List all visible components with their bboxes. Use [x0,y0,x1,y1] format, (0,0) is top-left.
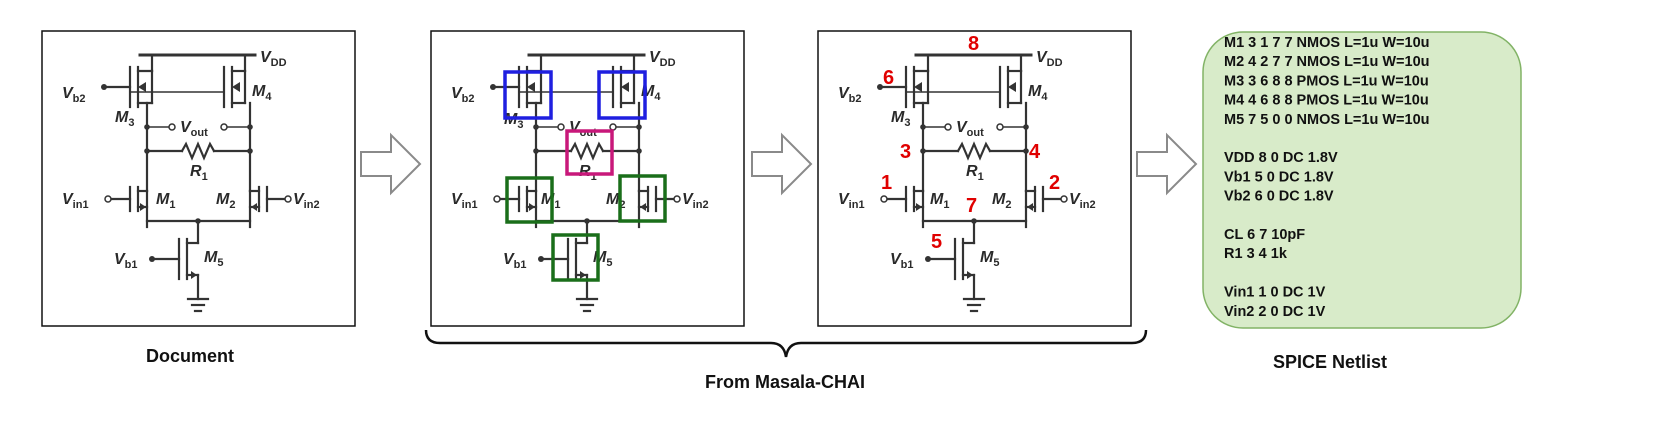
svg-text:M4: M4 [1028,83,1048,103]
svg-text:M5: M5 [980,249,999,269]
netlist-line: M2 4 2 7 7 NMOS L=1u W=10u [1224,54,1430,70]
netlist-line: Vin2 2 0 DC 1V [1224,304,1326,320]
svg-text:M3: M3 [891,109,910,129]
caption-spice: SPICE Netlist [1273,352,1387,372]
svg-text:Vb1: Vb1 [890,251,914,271]
svg-text:Vout: Vout [180,119,208,139]
netlist-text: M1 3 1 7 7 NMOS L=1u W=10u M2 4 2 7 7 NMO… [1224,35,1430,320]
svg-text:Vin1: Vin1 [62,191,89,211]
component-boxes [503,70,667,282]
svg-text:Vin1: Vin1 [451,191,478,211]
netlist-line: R1 3 4 1k [1224,246,1288,262]
svg-text:Vb2: Vb2 [62,85,86,105]
netlist-line: M3 3 6 8 8 PMOS L=1u W=10u [1224,73,1429,89]
caption-masala: From Masala-CHAI [705,372,865,392]
node-6: 6 [883,67,894,89]
flow-arrow-2 [751,132,813,196]
svg-text:Vb2: Vb2 [838,85,862,105]
masala-brace [424,329,1148,358]
svg-text:M5: M5 [593,249,612,269]
svg-text:VDD: VDD [1036,49,1063,69]
netlist-line: M4 4 6 8 8 PMOS L=1u W=10u [1224,93,1429,109]
netlist-line: Vb1 5 0 DC 1.8V [1224,169,1334,185]
caption-document: Document [146,346,234,366]
panel-annotated-frame [430,30,745,327]
labels-numbered: VDD Vb2 M4 M3 Vout R1 Vin1 M1 M2 Vin2 Vb… [838,49,1096,271]
svg-text:M3: M3 [115,109,134,129]
svg-text:Vin1: Vin1 [838,191,865,211]
box-m4 [597,70,647,120]
flow-arrow-3 [1136,132,1198,196]
svg-text:M3: M3 [504,111,523,131]
node-numbers: 8 6 3 4 1 2 7 5 [881,33,1060,253]
node-1: 1 [881,172,892,194]
svg-text:M1: M1 [156,191,175,211]
netlist-line: VDD 8 0 DC 1.8V [1224,150,1338,166]
panel-document-frame [41,30,356,327]
svg-text:Vout: Vout [569,119,597,139]
node-2: 2 [1049,172,1060,194]
netlist-line: Vb2 6 0 DC 1.8V [1224,189,1334,205]
netlist-line: Vin1 1 0 DC 1V [1224,285,1326,301]
node-8: 8 [968,33,979,55]
netlist-line: M1 3 1 7 7 NMOS L=1u W=10u [1224,35,1430,51]
labels-document: VDD Vb2 M4 M3 Vout R1 Vin1 M1 M2 Vin2 Vb… [62,49,320,271]
svg-text:R1: R1 [966,163,984,183]
svg-text:M2: M2 [216,191,235,211]
panel-numbered-frame [817,30,1132,327]
netlist-line: CL 6 7 10pF [1224,227,1305,243]
svg-text:Vout: Vout [956,119,984,139]
svg-text:Vb2: Vb2 [451,85,475,105]
svg-text:VDD: VDD [649,49,676,69]
node-3: 3 [900,141,911,163]
box-m5 [551,233,600,282]
node-4: 4 [1029,141,1041,163]
box-m3 [503,70,553,120]
flow-arrow-1 [360,132,422,196]
svg-text:M5: M5 [204,249,223,269]
node-5: 5 [931,231,942,253]
svg-text:M4: M4 [252,83,272,103]
labels-annotated: VDD Vb2 M4 M3 Vout R1 Vin1 M1 M2 Vin2 Vb… [451,49,709,271]
svg-text:VDD: VDD [260,49,287,69]
flow-arrows [360,132,1198,196]
netlist-line: M5 7 5 0 0 NMOS L=1u W=10u [1224,112,1430,128]
box-m2 [618,174,667,223]
svg-text:M2: M2 [606,191,625,211]
box-m1 [505,176,554,224]
svg-text:R1: R1 [190,163,208,183]
svg-text:M2: M2 [992,191,1011,211]
node-7: 7 [966,195,977,217]
netlist-box [1202,31,1522,329]
svg-text:Vb1: Vb1 [503,251,527,271]
svg-text:Vb1: Vb1 [114,251,138,271]
svg-text:Vin2: Vin2 [1069,191,1096,211]
box-r1 [565,129,614,176]
svg-text:M1: M1 [930,191,949,211]
svg-text:Vin2: Vin2 [293,191,320,211]
svg-text:Vin2: Vin2 [682,191,709,211]
